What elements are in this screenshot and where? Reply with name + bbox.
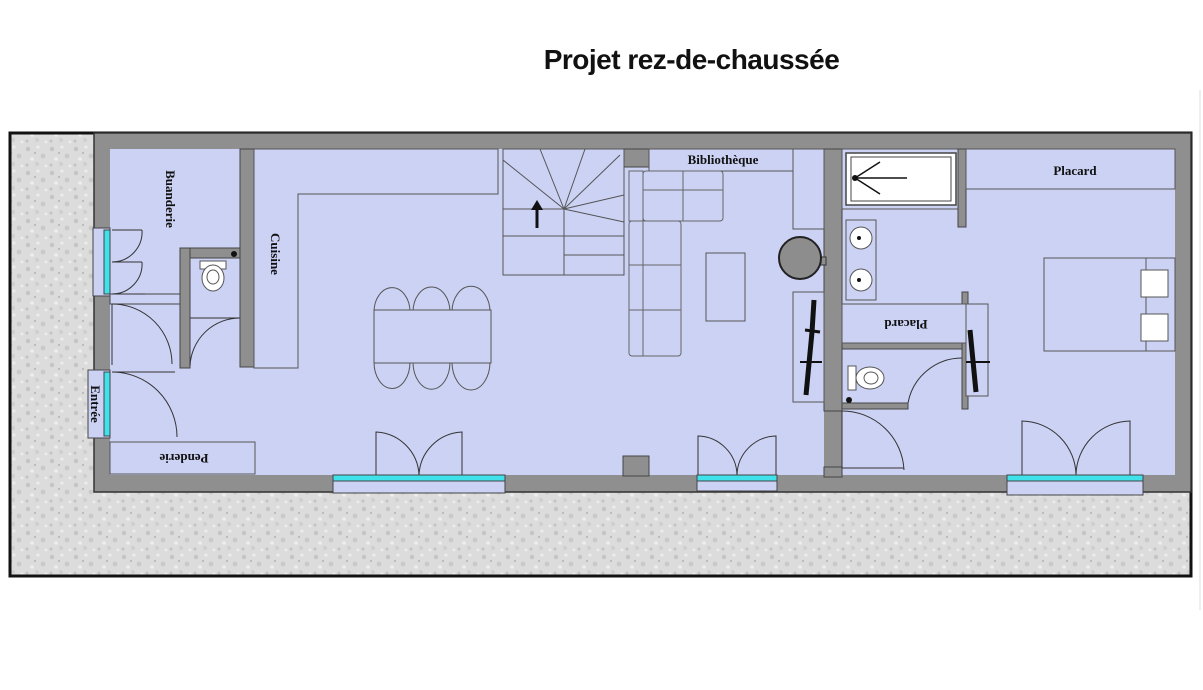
wardrobe-left: [792, 291, 825, 403]
placard-top-right: [965, 148, 1176, 190]
toilet-left-icon: [199, 251, 237, 292]
wall-buanderie-right: [239, 148, 255, 368]
label-cuisine: Cuisine: [268, 233, 283, 275]
doors: [111, 229, 1131, 476]
plan-title: Projet rez-de-chaussée: [543, 44, 840, 75]
windows: [87, 227, 1144, 496]
label-bibliotheque: Bibliothèque: [688, 152, 759, 167]
stair-arrow-icon: [531, 200, 543, 228]
sinks-icon: [845, 219, 877, 301]
pillar-bottom: [622, 455, 650, 477]
label-placard-mid: Placard: [884, 317, 928, 332]
coffee-table: [705, 252, 746, 322]
wall-partition-right: [823, 148, 843, 412]
wall-partition-right-low: [823, 466, 843, 478]
label-placard-top: Placard: [1053, 163, 1097, 178]
bibliotheque-side: [792, 148, 825, 230]
wardrobe-right: [965, 303, 990, 397]
label-penderie: Penderie: [159, 451, 208, 466]
label-entree: Entrée: [88, 385, 103, 423]
stove: [778, 236, 827, 280]
bed: [1043, 257, 1176, 352]
staircase: [502, 148, 625, 276]
label-buanderie: Buanderie: [163, 170, 178, 228]
wall-wc-left: [179, 247, 191, 369]
sofa: [628, 170, 724, 357]
penderie-cupboard: [109, 441, 256, 475]
dining-table: [373, 285, 492, 391]
pillar-top: [623, 148, 650, 168]
toilet-right-icon: [846, 365, 885, 403]
shower-icon: [845, 152, 957, 206]
